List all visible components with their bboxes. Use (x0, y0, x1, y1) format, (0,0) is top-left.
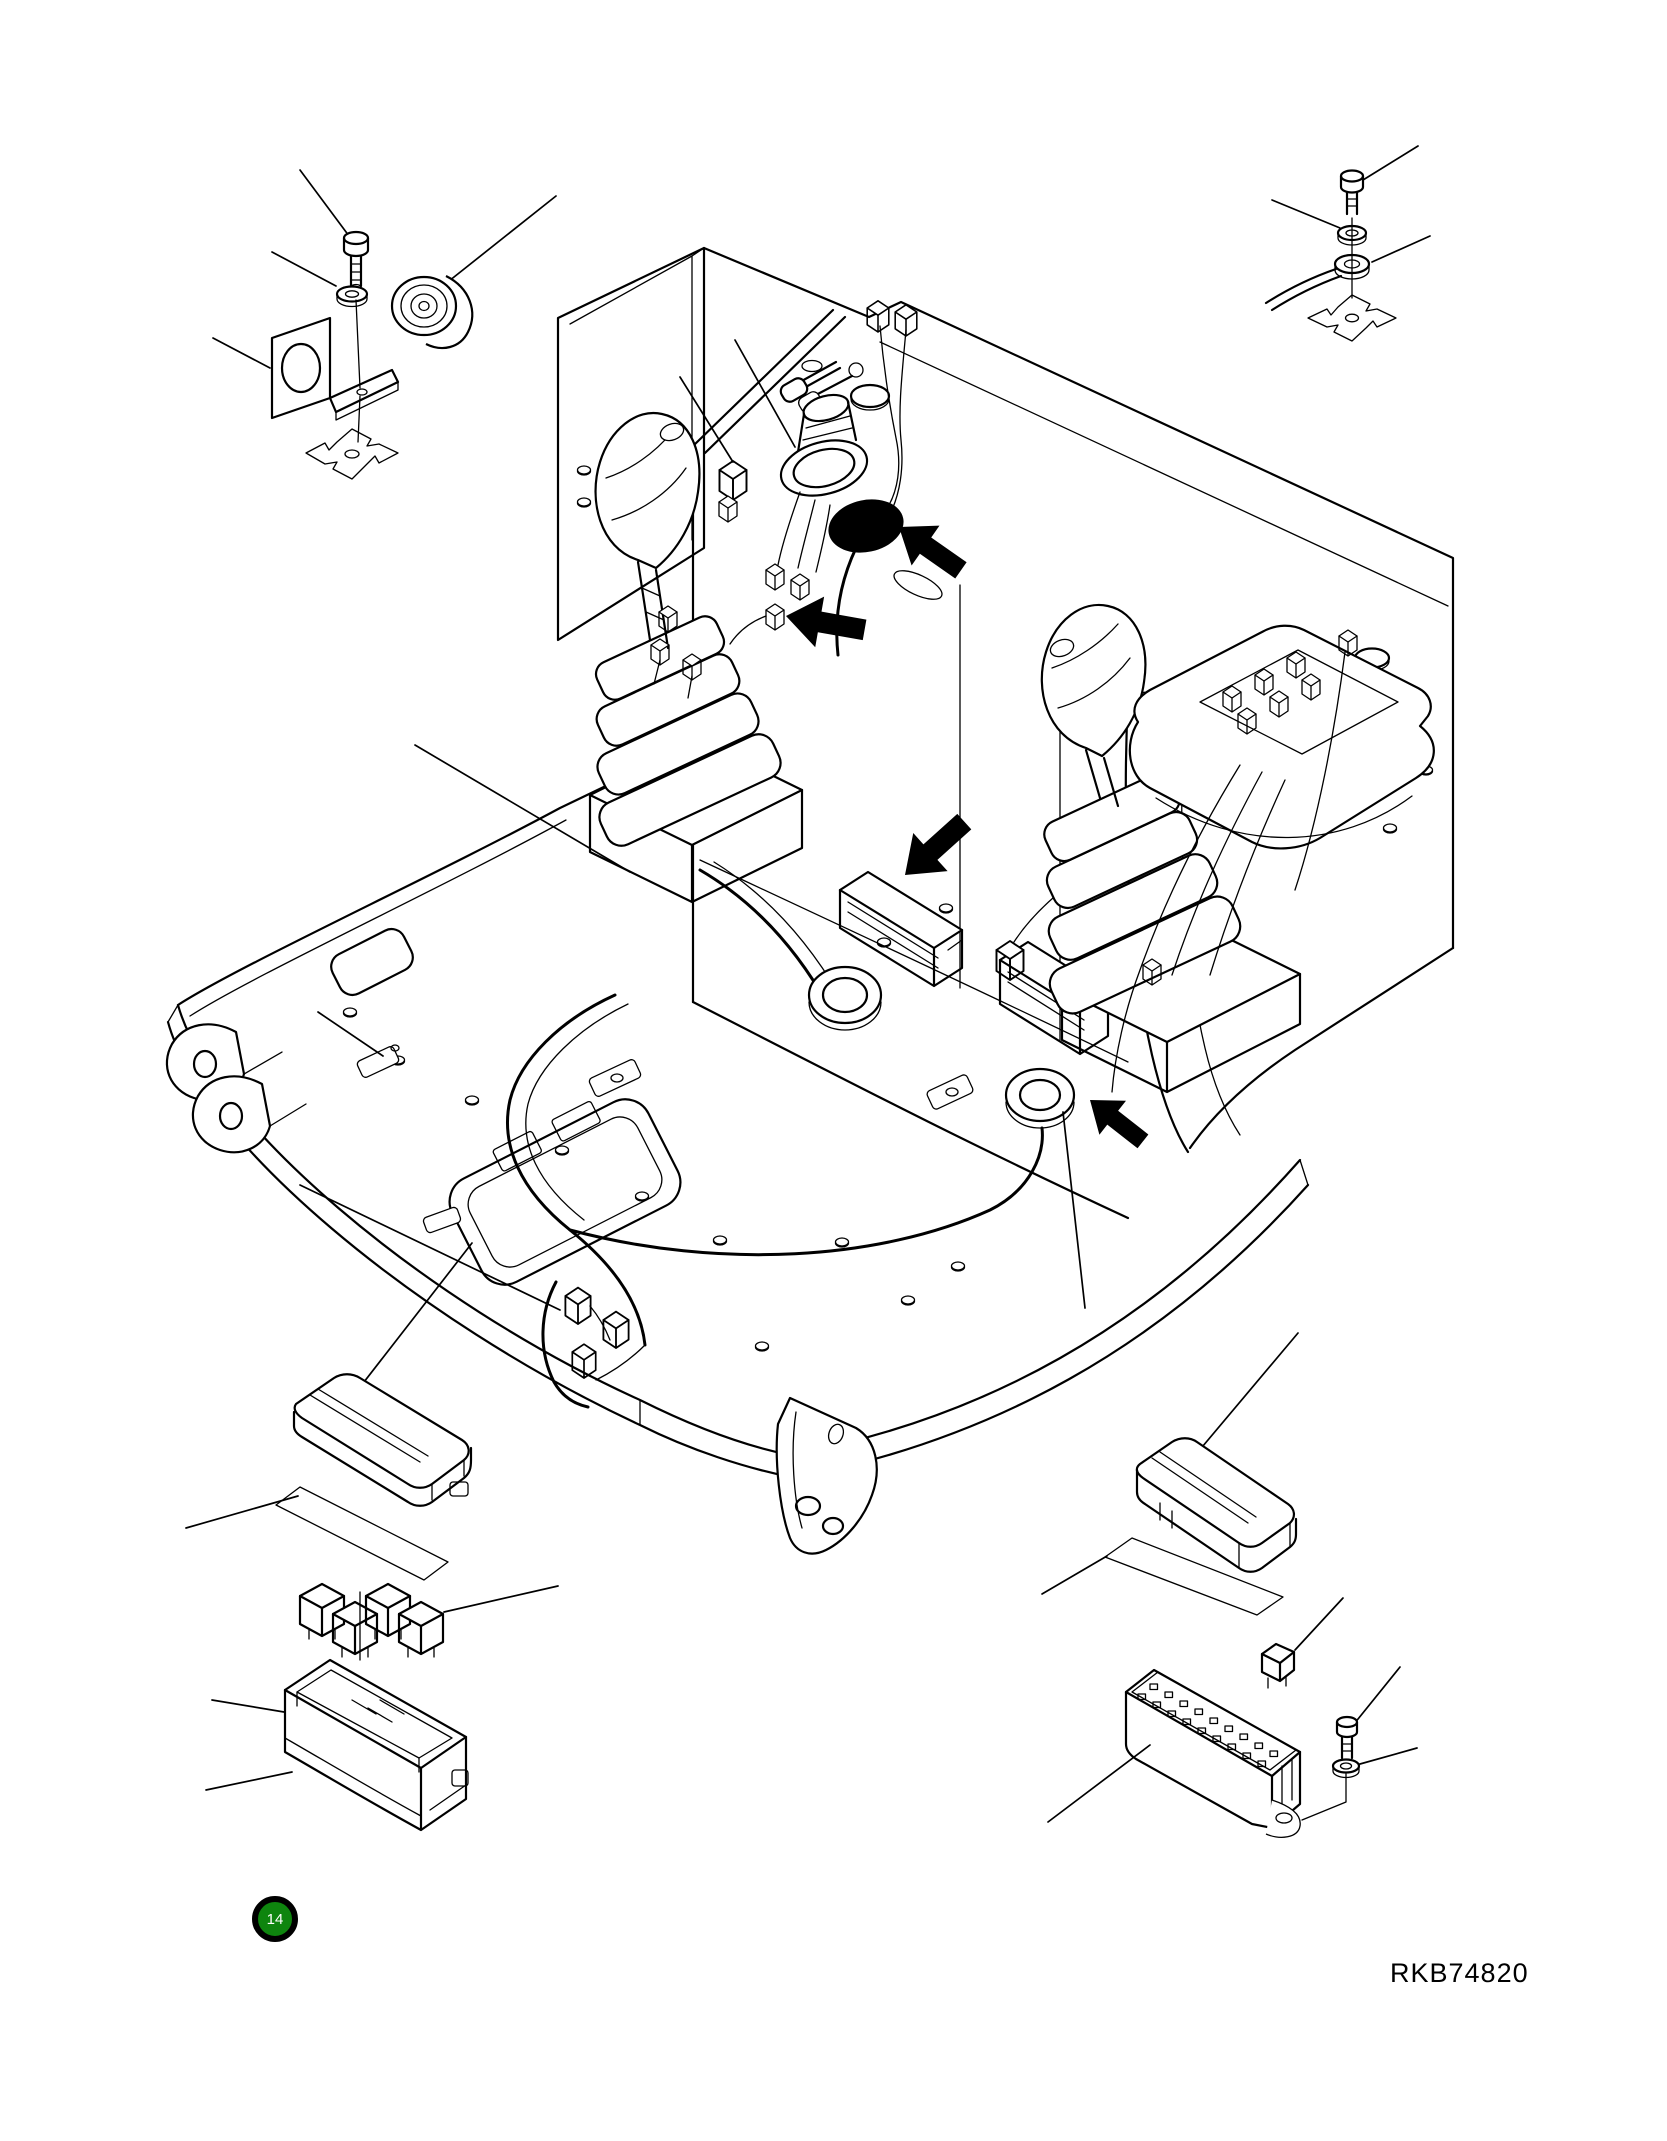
fuse-block-cover-icon (1135, 1437, 1298, 1573)
relay-box-arrow (887, 802, 982, 895)
bolt-icon (1335, 1715, 1359, 1760)
buzzer-icon (390, 275, 474, 350)
harness-grommet (828, 499, 904, 553)
fuse-box-cover-icon (292, 1373, 473, 1507)
bolt-icon (342, 230, 370, 291)
fuse-box-group-left (185, 1242, 559, 1832)
wiring-harness (356, 546, 1044, 1409)
support-bracket (775, 1396, 878, 1555)
fuse-label-icon (1104, 1537, 1284, 1616)
harness-top-connectors (866, 300, 918, 515)
floor-plate (165, 570, 1455, 1555)
fuse-terminal-block-icon (1124, 1668, 1302, 1838)
fuse-block-group-right (1041, 1332, 1418, 1838)
left-joystick (588, 411, 804, 904)
sheet-number-badge[interactable]: 14 (252, 1896, 298, 1942)
blade-fuse-icon (1260, 1642, 1296, 1689)
fuse-box-base-icon (283, 1591, 469, 1832)
buzzer-mount-hardware-group (212, 169, 557, 480)
ignition-switch (765, 360, 869, 601)
mounting-bracket-icon (270, 316, 400, 421)
ring-terminal-icon (1264, 253, 1371, 312)
cab-assembly (165, 246, 1455, 1555)
bolt-icon (1339, 169, 1365, 216)
mount-surface-target-icon (305, 428, 399, 480)
harness-connector-arrow (781, 590, 870, 656)
fuse-label-icon (275, 1486, 449, 1581)
right-joystick-console (1040, 603, 1435, 1094)
floor-harness-connectors (541, 1280, 646, 1409)
figure-code: RKB74820 (1390, 1958, 1529, 1988)
ground-terminal-hardware-group (1264, 145, 1431, 342)
washer-icon (1331, 1758, 1361, 1779)
sheet-number: 14 (266, 1910, 284, 1928)
mount-surface-target-icon (1307, 294, 1397, 342)
callout-leader-lines (299, 339, 1086, 1311)
washer-icon (335, 285, 369, 308)
relay-icons (298, 1582, 445, 1659)
lower-grommet-arrow (1076, 1082, 1157, 1159)
